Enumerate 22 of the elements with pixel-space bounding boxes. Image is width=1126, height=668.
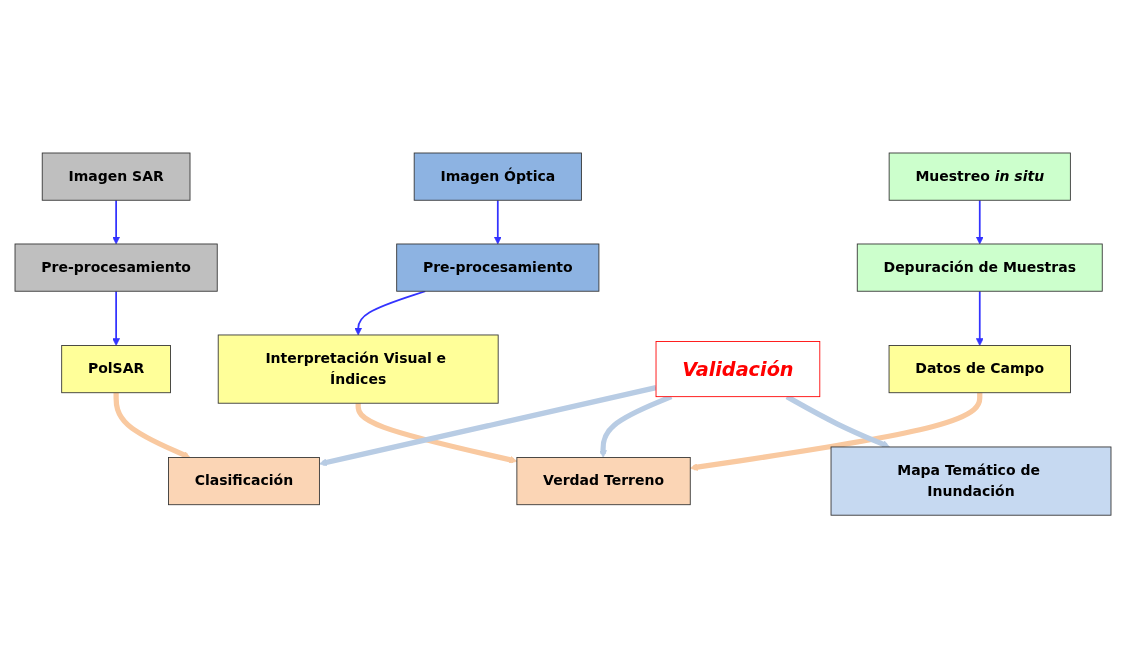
node-box: Mapa Temático de Inundación xyxy=(830,446,1112,516)
arrow xyxy=(112,290,120,346)
node-box: Datos de Campo xyxy=(888,344,1071,394)
node-box: PolSAR xyxy=(61,344,171,394)
node-box: Verdad Terreno xyxy=(516,456,691,506)
arrow xyxy=(975,290,984,346)
node-box: Depuración de Muestras xyxy=(856,243,1103,292)
arrow xyxy=(319,385,657,467)
arrow xyxy=(355,403,518,464)
node-box: Pre-procesamiento xyxy=(14,243,218,292)
arrow xyxy=(113,392,191,459)
node-box: Imagen SAR xyxy=(41,152,191,201)
node-box: Interpretación Visual e Índices xyxy=(217,334,499,404)
arrow xyxy=(689,392,983,471)
node-box: Imagen Óptica xyxy=(413,152,582,201)
node-box: Validación xyxy=(655,341,821,397)
node-box: Muestreo in situ xyxy=(888,152,1071,201)
arrow xyxy=(493,199,502,245)
node-box: Pre-procesamiento xyxy=(396,243,600,292)
arrow xyxy=(975,199,984,245)
node-box: Clasificación xyxy=(168,456,320,506)
arrow xyxy=(112,199,120,245)
